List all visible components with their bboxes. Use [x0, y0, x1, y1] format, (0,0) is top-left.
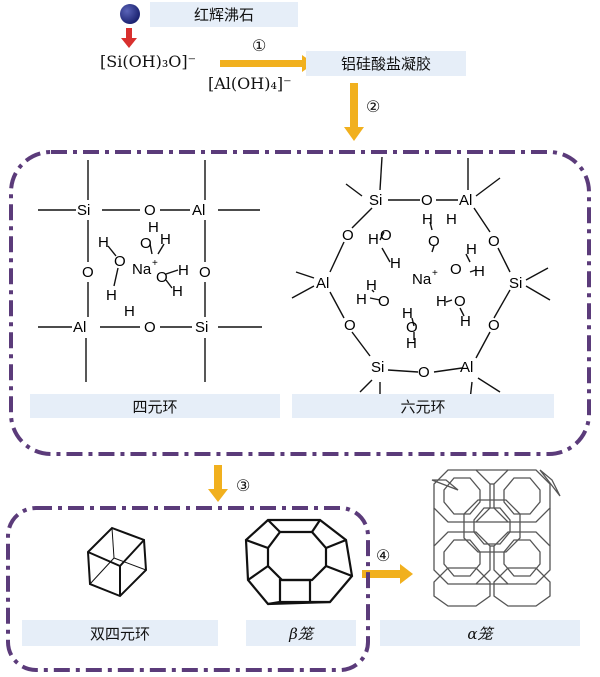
beta-label-box: β笼	[246, 620, 356, 646]
four-ring-label: 四元环	[132, 397, 178, 416]
four-ring-si-top: Si	[77, 202, 90, 219]
six-ring-na-charge: +	[432, 268, 438, 279]
four-ring-h: H	[106, 287, 117, 304]
start-label-box: 红辉沸石	[150, 2, 298, 27]
four-ring-al-top: Al	[192, 202, 205, 219]
six-ring-label-box: 六元环	[292, 394, 554, 418]
six-ring-h: H	[474, 263, 485, 280]
six-ring-o: O	[454, 293, 466, 310]
step-4-marker: ④	[376, 546, 391, 565]
four-ring-o: O	[156, 269, 168, 286]
six-ring-o-top: O	[421, 192, 433, 209]
four-ring-o-right: O	[199, 264, 211, 281]
four-ring-h: H	[148, 219, 159, 236]
six-ring-h: H	[446, 211, 457, 228]
six-ring-o-bottom: O	[418, 364, 430, 381]
four-ring-al-bottom: Al	[73, 319, 86, 336]
alpha-label-box: α笼	[380, 620, 580, 646]
four-ring-si-bottom: Si	[195, 319, 208, 336]
four-ring-na-charge: +	[152, 258, 158, 269]
four-ring-h: H	[172, 283, 183, 300]
four-ring-h: H	[124, 303, 135, 320]
yellow-down-arrow-2	[344, 83, 364, 141]
four-ring-o-top: O	[144, 202, 156, 219]
yellow-right-arrow-4	[362, 564, 413, 584]
aluminate-formula: [Al(OH)₄]⁻	[208, 74, 292, 93]
six-ring-si-right: Si	[509, 275, 522, 292]
six-ring-al-bottom: Al	[460, 359, 473, 376]
six-ring-al-top: Al	[459, 192, 472, 209]
six-ring-h: H	[390, 255, 401, 272]
six-ring-o: O	[406, 319, 418, 336]
red-down-arrow	[121, 28, 137, 48]
six-ring-h: H	[466, 241, 477, 258]
six-ring-si-top: Si	[369, 192, 382, 209]
step-1-marker: ①	[252, 36, 267, 55]
four-ring-o-bottom: O	[144, 319, 156, 336]
six-ring-o: O	[380, 227, 392, 244]
four-ring-o: O	[140, 235, 152, 252]
six-ring-si-bottom: Si	[371, 359, 384, 376]
six-ring-h: H	[402, 305, 413, 322]
six-ring-h: H	[436, 293, 447, 310]
beta-label: β笼	[289, 624, 313, 643]
gel-label-box: 铝硅酸盐凝胶	[306, 51, 466, 76]
six-ring-h: H	[422, 211, 433, 228]
step-3-marker: ③	[236, 476, 251, 495]
four-ring-h: H	[178, 262, 189, 279]
six-ring-o-lr: O	[488, 317, 500, 334]
six-ring-h: H	[406, 335, 417, 352]
six-ring-o: O	[428, 233, 440, 250]
six-ring-na: Na	[412, 271, 432, 288]
six-ring-h: H	[356, 291, 367, 308]
four-ring-h: H	[98, 234, 109, 251]
alpha-label: α笼	[467, 624, 493, 643]
six-ring-h: H	[366, 277, 377, 294]
precursor-ball	[120, 4, 140, 24]
step-2-marker: ②	[366, 97, 381, 116]
six-ring-o-ur: O	[488, 233, 500, 250]
six-ring-o-ul: O	[342, 227, 354, 244]
four-ring-label-box: 四元环	[30, 394, 280, 418]
six-ring-o: O	[450, 261, 462, 278]
d4r-label-box: 双四元环	[22, 620, 218, 646]
four-ring-h: H	[160, 231, 171, 248]
cages-frame	[6, 506, 370, 672]
start-label: 红辉沸石	[193, 6, 254, 24]
six-ring-h: H	[460, 313, 471, 330]
yellow-down-arrow-3	[208, 465, 228, 502]
four-ring-o-left: O	[82, 264, 94, 281]
six-ring-o: O	[378, 293, 390, 310]
gel-label: 铝硅酸盐凝胶	[340, 55, 431, 73]
d4r-label: 双四元环	[89, 624, 150, 643]
silicate-formula: [Si(OH)₃O]⁻	[100, 52, 197, 71]
six-ring-label: 六元环	[400, 397, 446, 416]
four-ring-o: O	[114, 253, 126, 270]
six-ring-al-left: Al	[316, 275, 329, 292]
four-ring-na: Na	[132, 261, 152, 278]
rings-frame	[9, 150, 591, 456]
six-ring-h: H	[368, 231, 379, 248]
six-ring-o-ll: O	[344, 317, 356, 334]
